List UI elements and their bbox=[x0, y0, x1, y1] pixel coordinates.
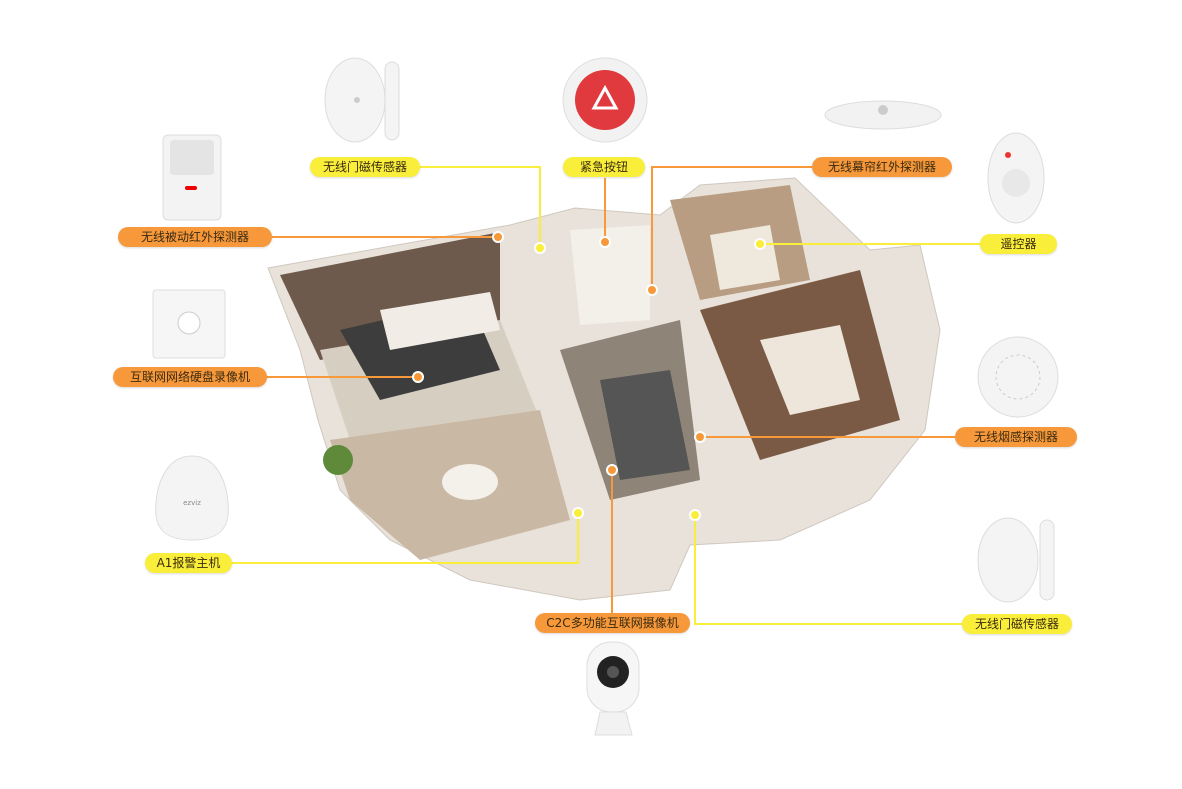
hotspot-dot[interactable] bbox=[606, 464, 618, 476]
label-alarm-hub[interactable]: A1报警主机 bbox=[145, 553, 232, 573]
door-sensor-top-image bbox=[324, 57, 400, 143]
hotspot-dot[interactable] bbox=[689, 509, 701, 521]
hotspot-dot[interactable] bbox=[754, 238, 766, 250]
connector-door-sensor-top bbox=[420, 166, 541, 248]
hotspot-dot[interactable] bbox=[534, 242, 546, 254]
curtain-detector-image bbox=[824, 100, 942, 130]
panic-button-image bbox=[562, 57, 648, 143]
hotspot-dot[interactable] bbox=[694, 431, 706, 443]
smoke-detector-image bbox=[977, 336, 1059, 418]
connector-curtain-detector bbox=[651, 166, 812, 290]
label-remote[interactable]: 遥控器 bbox=[980, 234, 1057, 254]
door-sensor-bottom-image bbox=[977, 517, 1055, 603]
remote-image bbox=[987, 132, 1045, 224]
alarm-hub-image: ezviz bbox=[155, 455, 229, 541]
hotspot-dot[interactable] bbox=[572, 507, 584, 519]
label-pir-detector[interactable]: 无线被动红外探测器 bbox=[118, 227, 272, 247]
connector-door-sensor-bottom bbox=[694, 515, 962, 625]
label-door-sensor-top[interactable]: 无线门磁传感器 bbox=[310, 157, 420, 177]
pir-detector-image bbox=[162, 134, 222, 221]
hotspot-dot[interactable] bbox=[646, 284, 658, 296]
hotspot-dot[interactable] bbox=[412, 371, 424, 383]
label-nvr[interactable]: 互联网网络硬盘录像机 bbox=[113, 367, 267, 387]
hotspot-dot[interactable] bbox=[492, 231, 504, 243]
label-camera[interactable]: C2C多功能互联网摄像机 bbox=[535, 613, 690, 633]
label-door-sensor-bottom[interactable]: 无线门磁传感器 bbox=[962, 614, 1072, 634]
label-smoke-detector[interactable]: 无线烟感探测器 bbox=[955, 427, 1077, 447]
label-curtain-detector[interactable]: 无线幕帘红外探测器 bbox=[812, 157, 952, 177]
apartment-floor-plan bbox=[267, 177, 941, 601]
camera-image bbox=[586, 641, 640, 736]
svg-text:ezviz: ezviz bbox=[183, 499, 201, 507]
hotspot-dot[interactable] bbox=[599, 236, 611, 248]
label-panic-button[interactable]: 紧急按钮 bbox=[563, 157, 645, 177]
connector-alarm-hub bbox=[232, 513, 579, 564]
nvr-image bbox=[152, 289, 226, 359]
